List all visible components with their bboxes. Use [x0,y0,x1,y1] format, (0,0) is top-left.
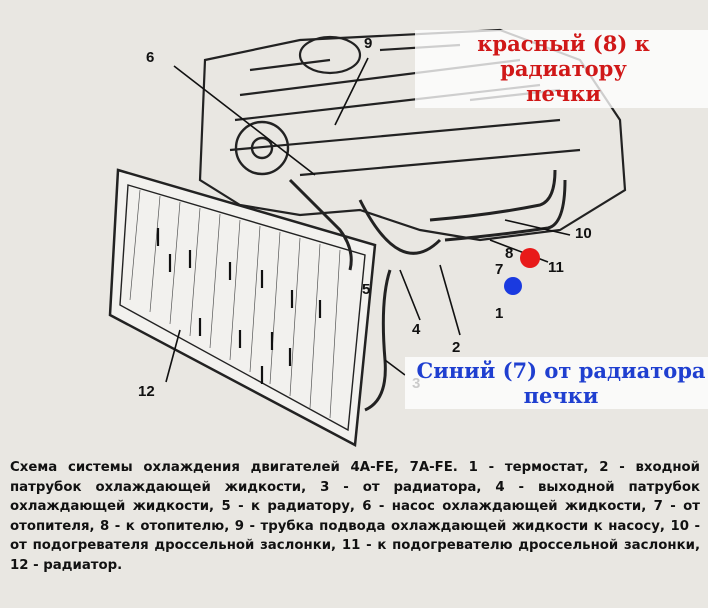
figure-caption: Схема системы охлаждения двигателей 4A-F… [10,460,700,573]
blue-note-line2: печки [523,383,599,409]
red-marker [520,248,540,268]
callout-10: 10 [575,225,592,242]
callout-8: 8 [505,245,513,262]
radiator [108,168,377,447]
callout-7: 7 [495,261,503,278]
callout-12: 12 [138,383,155,400]
callout-9: 9 [364,35,372,52]
red-note-line1: красный (8) к радиатору [477,31,650,82]
callout-1: 1 [495,305,503,322]
blue-note-line1: Синий (7) от радиатора [416,358,706,383]
callout-2: 2 [452,339,460,356]
leader-lines [165,57,571,383]
flow-arrows [156,228,322,384]
blue-hose-annotation: Синий (7) от радиатора печки [405,357,708,410]
red-hose-annotation: красный (8) к радиатору печки [415,30,708,108]
blue-marker [504,277,522,295]
callout-4: 4 [412,321,421,338]
callout-11: 11 [548,259,564,276]
red-note-line2: печки [526,81,601,107]
callout-6: 6 [146,49,154,66]
callout-5: 5 [362,281,370,298]
coolant-pump [234,120,290,176]
